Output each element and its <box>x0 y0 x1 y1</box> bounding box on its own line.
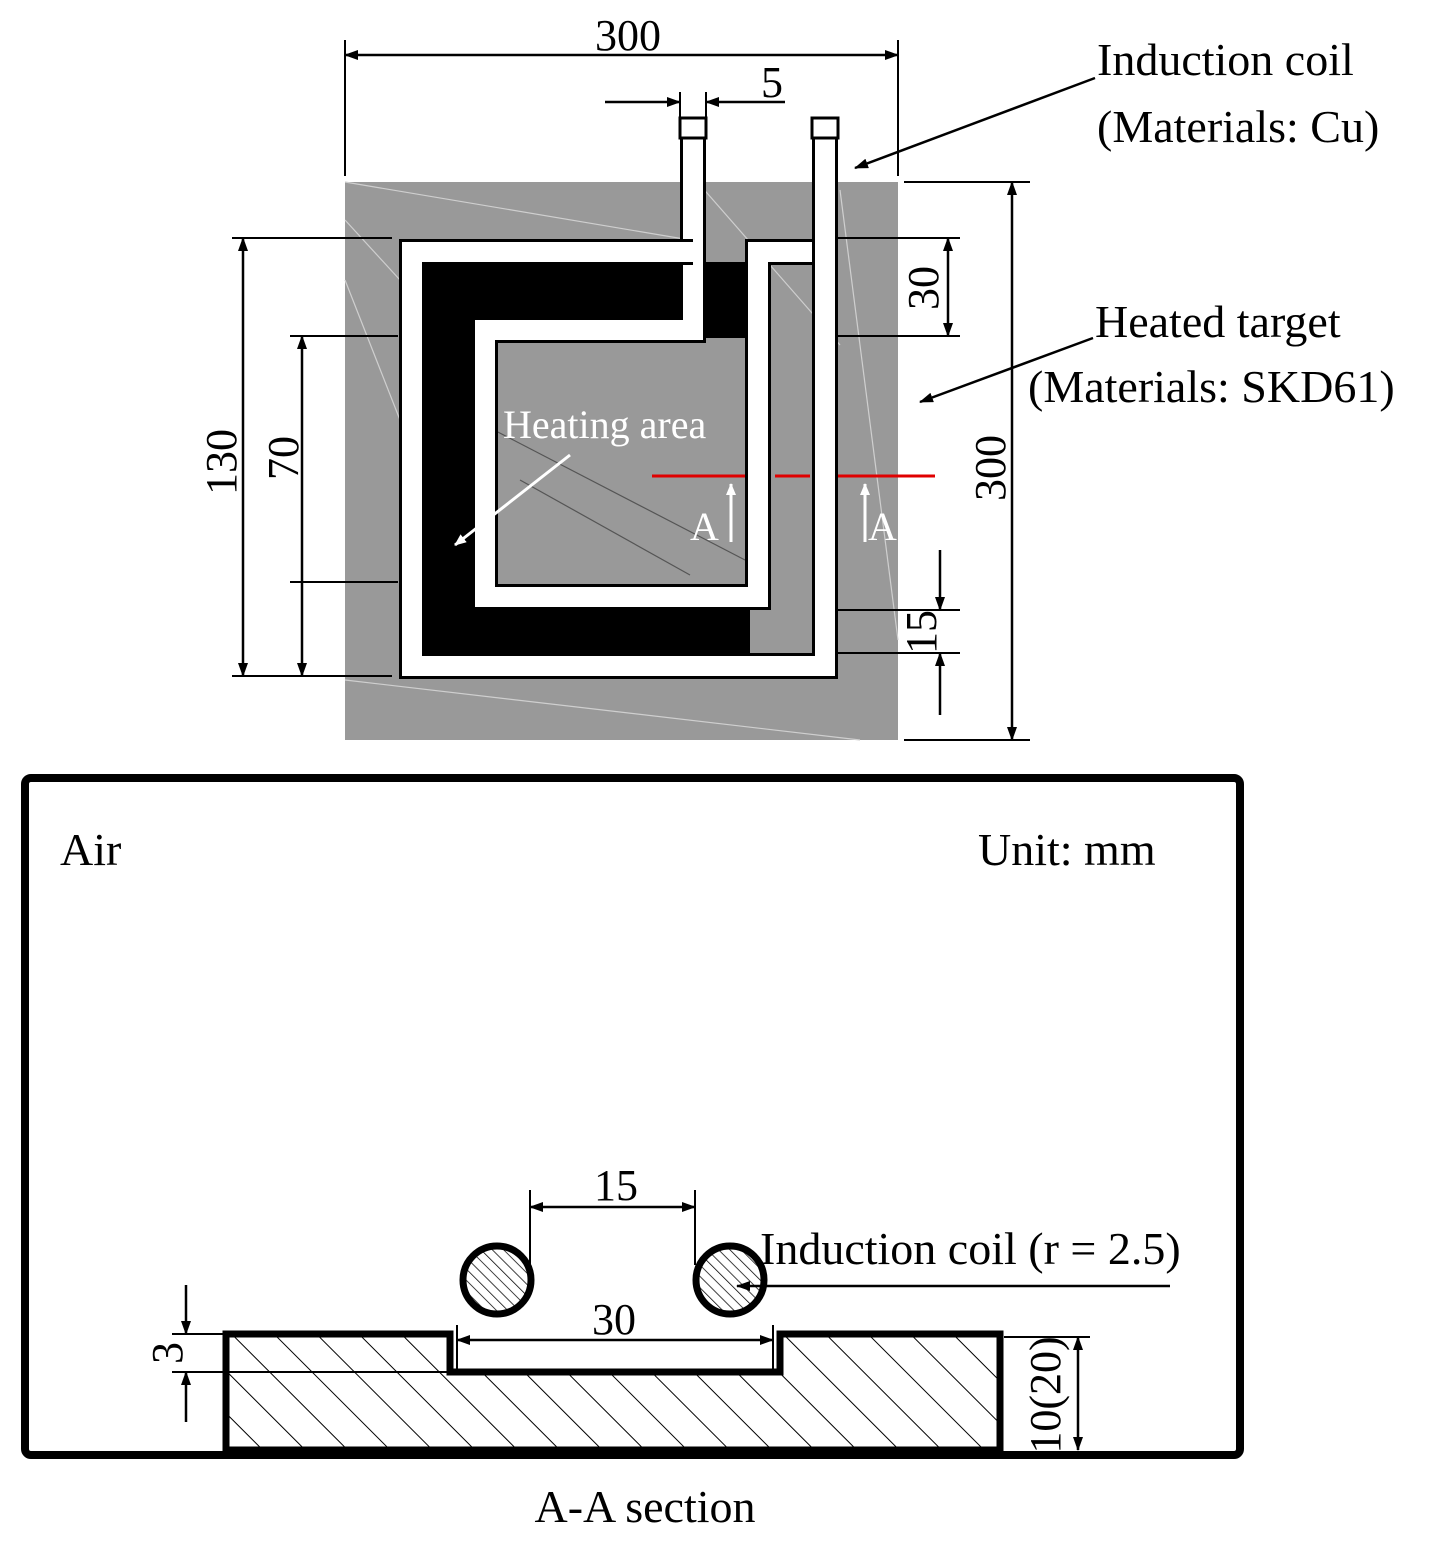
dim-15-top: 15 <box>897 610 946 654</box>
dim-130: 130 <box>197 429 246 495</box>
dim-70: 70 <box>259 436 308 480</box>
section-mark-left: A <box>690 504 719 549</box>
section-mark-right: A <box>868 504 897 549</box>
dim-coil-width-5: 5 <box>761 58 783 107</box>
section-caption: A-A section <box>534 1481 755 1532</box>
section-view: Air Unit: mm 15 Induction coil (r = 2.5)… <box>21 774 1244 1532</box>
dim-height-300: 300 <box>966 435 1015 501</box>
air-domain-box <box>21 774 1244 1459</box>
dim-coil-spacing-15: 15 <box>594 1161 638 1210</box>
dim-thickness-10-20: 10(20) <box>1021 1336 1070 1453</box>
coil-section-left <box>459 1242 535 1318</box>
inner-target-area <box>494 338 745 586</box>
dim-groove-depth-3: 3 <box>143 1342 192 1364</box>
coil-section-right <box>692 1242 768 1318</box>
unit-label: Unit: mm <box>978 824 1156 875</box>
coil-material-label: (Materials: Cu) <box>1097 101 1379 152</box>
coil-section-label: Induction coil (r = 2.5) <box>760 1223 1181 1274</box>
top-view: 300 5 300 30 15 130 70 Heating <box>197 11 1395 741</box>
heating-area-label: Heating area <box>503 402 706 447</box>
target-material-label: (Materials: SKD61) <box>1028 361 1395 412</box>
dim-groove-width-30: 30 <box>592 1295 636 1344</box>
target-cross-section <box>222 1330 1004 1454</box>
dim-30: 30 <box>899 266 948 310</box>
coil-label: Induction coil <box>1097 34 1354 85</box>
air-label: Air <box>60 824 121 875</box>
target-label: Heated target <box>1095 296 1341 347</box>
section-cut-line: A A <box>652 474 935 549</box>
dim-width-300: 300 <box>595 11 661 60</box>
